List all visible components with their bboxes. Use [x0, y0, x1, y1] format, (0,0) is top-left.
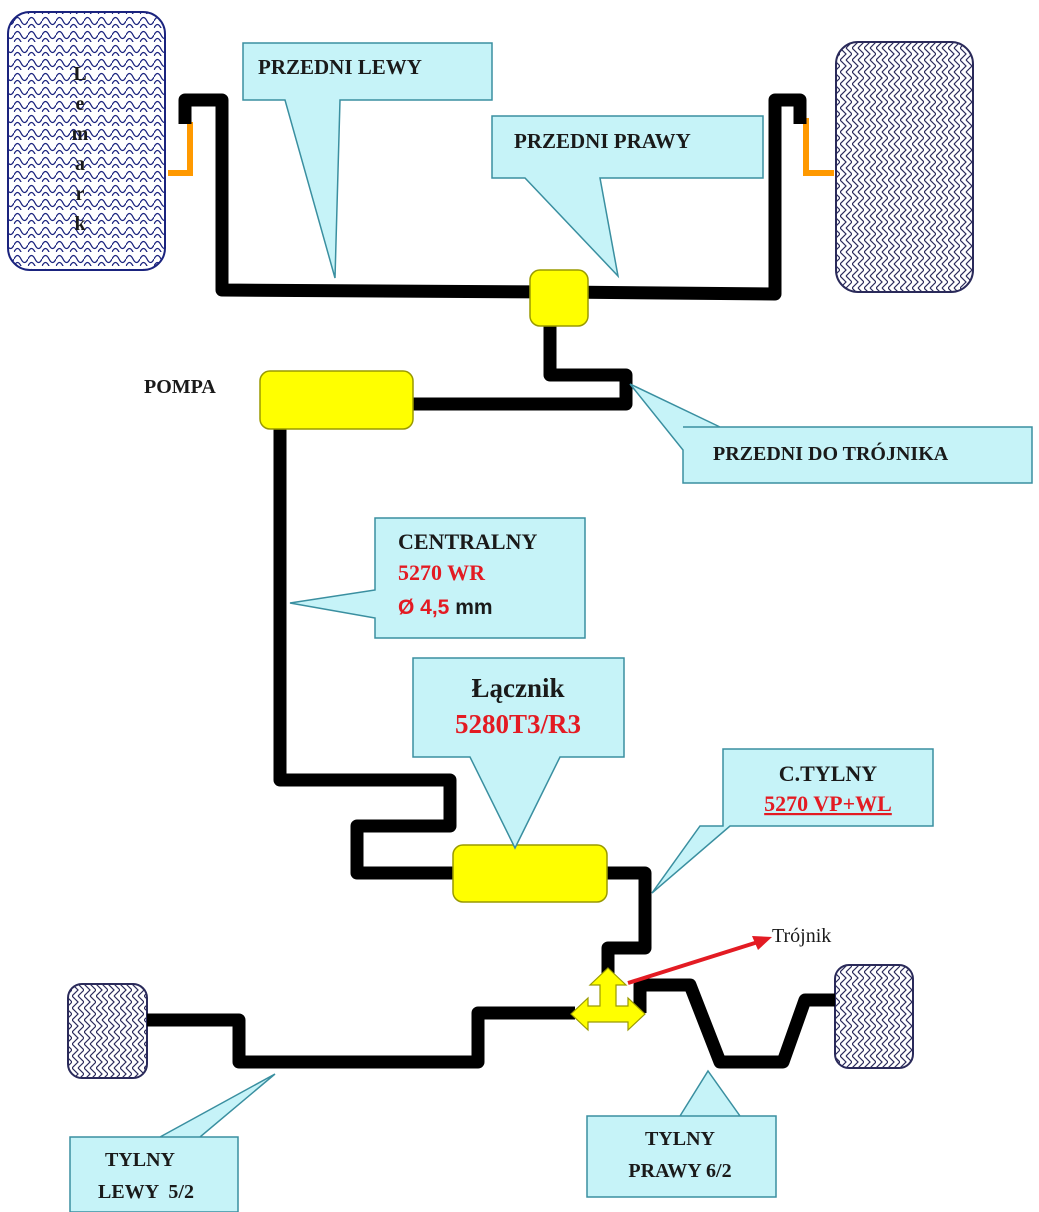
- label-przedni-do-trojnika: PRZEDNI DO TRÓJNIKA: [713, 441, 949, 465]
- callout-przedni-prawy: [491, 115, 764, 279]
- pipe-front-right: [559, 93, 807, 301]
- label-tylny-prawy-line2: PRAWY 6/2: [628, 1160, 731, 1182]
- label-centralny-diameter: Ø 4,5 mm: [398, 596, 493, 619]
- callout-przedni-lewy: [242, 42, 493, 279]
- label-pompa: POMPA: [144, 376, 216, 398]
- wheel-brand-char: L: [73, 63, 86, 85]
- label-przedni-lewy: PRZEDNI LEWY: [258, 55, 422, 79]
- wheel-brand-char: k: [74, 213, 86, 235]
- rear-tee-arrow: [570, 967, 646, 1032]
- front-left-wheel: [7, 11, 166, 271]
- callout-przedni-do-trojnika: [629, 383, 1033, 484]
- trojnik-pointer-arrow: [627, 936, 772, 985]
- label-lacznik-code: 5280T3/R3: [455, 709, 581, 739]
- label-tylny-lewy-line1: TYLNY: [105, 1149, 176, 1171]
- label-tylny-prawy-line1: TYLNY: [645, 1128, 716, 1150]
- front-right-brake-connector: [803, 118, 834, 176]
- callout-c-tylny: [651, 748, 934, 894]
- wheel-brand-char: a: [75, 153, 85, 175]
- rear-left-wheel: [67, 983, 148, 1079]
- label-lacznik-title: Łącznik: [471, 673, 564, 703]
- wheel-brand-char: e: [76, 93, 85, 115]
- wheel-brand-char: m: [72, 123, 89, 145]
- callout-centralny: [289, 517, 586, 639]
- callout-tylny-lewy: [69, 1073, 276, 1212]
- pipe-front-left: [178, 93, 561, 299]
- label-tylny-lewy-line2: LEWY 5/2: [98, 1181, 194, 1203]
- front-left-brake-connector: [168, 122, 193, 176]
- rear-right-wheel: [834, 964, 914, 1069]
- pipe-front-to-tee: [412, 320, 633, 411]
- label-c-tylny-code: 5270 VP+WL: [764, 791, 892, 816]
- pipe-rear-right: [633, 978, 835, 1069]
- pipe-central: [273, 425, 460, 880]
- front-right-wheel: [835, 41, 974, 293]
- label-centralny-title: CENTRALNY: [398, 529, 537, 554]
- label-trojnik: Trójnik: [772, 925, 831, 947]
- connector-5280: [452, 844, 608, 903]
- pump: [259, 370, 414, 430]
- wheel-brand-char: r: [76, 183, 85, 205]
- callout-tylny-prawy: [586, 1069, 777, 1198]
- callout-lacznik: [412, 657, 625, 850]
- label-c-tylny-title: C.TYLNY: [779, 761, 878, 786]
- label-centralny-code: 5270 WR: [398, 560, 486, 585]
- front-tee-junction: [529, 269, 589, 327]
- pipe-rear-center: [601, 866, 652, 975]
- label-przedni-prawy: PRZEDNI PRAWY: [514, 129, 691, 153]
- pipe-rear-left: [147, 1006, 575, 1069]
